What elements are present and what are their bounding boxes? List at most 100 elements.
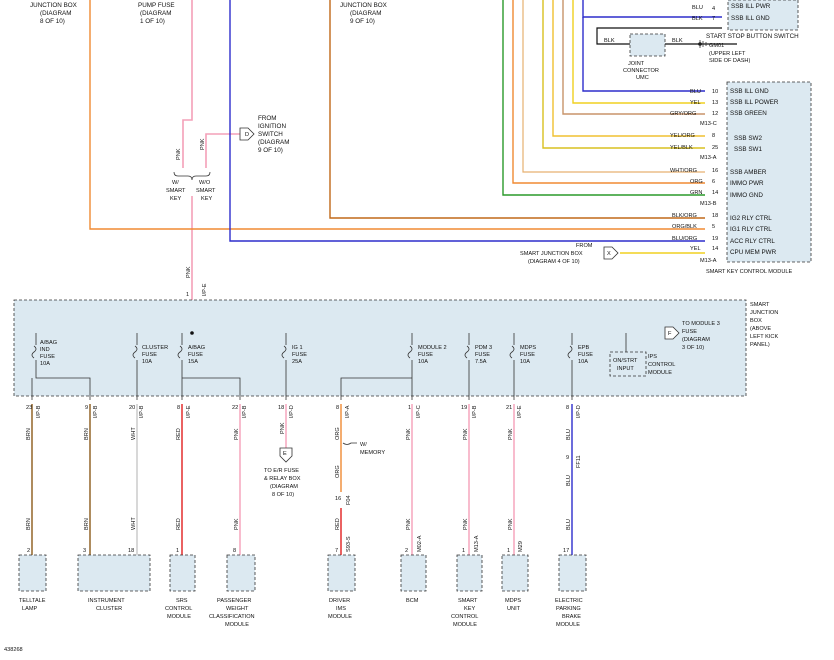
ignition-switch-group: D FROM IGNITION SWITCH (DIAGRAM 9 OF 10)… [166, 115, 290, 298]
no-smart-key-line3: KEY [201, 196, 212, 202]
fuse-label: IND [40, 347, 50, 353]
smart-key-line3: KEY [170, 196, 181, 202]
module-name: INSTRUMENT [88, 598, 125, 604]
ssb-ground: GM01 [709, 43, 724, 49]
module-name: PARKING [556, 606, 581, 612]
fuse-label: PDM 3 [475, 345, 492, 351]
no-smart-key-line1: W/O [199, 180, 211, 186]
ignition-connector-icon [239, 127, 255, 141]
sjb-title3: BOX [750, 318, 762, 324]
ssb-label-pwr: SSB ILL PWR [731, 3, 771, 10]
fuse-label: 15A [188, 359, 198, 365]
fuse-label: 10A [578, 359, 588, 365]
out-conn: I/P-C [416, 405, 422, 418]
to-module-line2: FUSE [682, 329, 697, 335]
out-wire: BRN [84, 428, 90, 440]
out-conn: I/P-E [517, 405, 523, 418]
jb-right-line2: (DIAGRAM [350, 10, 382, 17]
ips-line2: CONTROL [648, 362, 675, 368]
out-pin: 20 [129, 405, 135, 411]
module-name: SRS [176, 598, 188, 604]
joint-line1: JOINT [628, 61, 645, 67]
grey-orange-green [562, 0, 705, 115]
module-name: MODULE [328, 614, 352, 620]
ignition-line2: IGNITION [258, 123, 286, 130]
jb-left-line1: JUNCTION BOX [30, 2, 78, 9]
ignition-connector-letter: D [245, 132, 249, 138]
memory-line1: W/ [360, 442, 367, 448]
black-ssb-gnd [596, 27, 737, 45]
module-name: MODULE [453, 622, 477, 628]
out-wire: PNK [463, 428, 469, 440]
fuse-label: 10A [520, 359, 530, 365]
jb-left-line3: 8 OF 10) [40, 18, 65, 25]
out-conn: I/P-B [93, 405, 99, 418]
mod-conn: M02-A [417, 535, 423, 552]
srs-module-box [169, 554, 196, 592]
skcm-label: SSB SW1 [734, 146, 762, 153]
fuse-label: MDPS [520, 345, 536, 351]
yellow-black-sw1 [542, 0, 705, 149]
skcm-wire: YEL [690, 246, 701, 252]
top-labels: JUNCTION BOX (DIAGRAM 8 OF 10) PUMP FUSE… [30, 2, 388, 25]
fuse-label: CLUSTER [142, 345, 168, 351]
skcm-wire: BLU/ORG [672, 236, 697, 242]
joint-connector-box [629, 33, 666, 57]
mod-pin: 2 [405, 548, 408, 554]
skcm-rows: BLU 10 SSB ILL GND YEL 13 SSB ILL POWER … [670, 88, 779, 264]
skcm-wire: YEL/ORG [670, 133, 695, 139]
out-conn: I/P-D [289, 405, 295, 418]
to-module-connector-icon [664, 326, 680, 340]
out-pin: 21 [506, 405, 512, 411]
ssb-wire-gnd: BLK [692, 16, 703, 22]
module-name: BCM [406, 598, 419, 604]
joint-line3: UMC [636, 75, 649, 81]
mdps-unit-box [501, 554, 529, 592]
skcm-group: BLU 10 SSB ILL GND YEL 13 SSB ILL POWER … [520, 81, 812, 275]
sjb-bus-node [190, 331, 194, 335]
fuse-icon [567, 345, 573, 359]
from-sjb-line1: FROM [576, 243, 593, 249]
mod-pin: 2 [27, 548, 30, 554]
mod-conn: M13-A [474, 535, 480, 552]
out-wire: BLU [566, 429, 572, 440]
module-names: TELLTALE LAMP INSTRUMENT CLUSTER SRS CON… [19, 598, 583, 628]
skcm-label: SSB AMBER [730, 169, 767, 176]
out-wire: PNK [234, 428, 240, 440]
ignition-line3: SWITCH [258, 131, 283, 138]
ssb-title: START STOP BUTTON SWITCH [706, 33, 799, 40]
skcm-label: IG2 RLY CTRL [730, 215, 772, 222]
fuse-label: FUSE [142, 352, 157, 358]
memory-splice-conn: F04 [346, 495, 352, 505]
ssb-pin-gnd: 7 [712, 16, 715, 22]
sjb-title2: JUNCTION [750, 310, 778, 316]
skcm-box [726, 81, 812, 263]
skcm-wire: BLK/ORG [672, 213, 697, 219]
out-conn: I/P-B [36, 405, 42, 418]
fuse-label: 10A [40, 361, 50, 367]
yellow-orange-sw2 [552, 0, 705, 137]
sjb-title5: LEFT KICK [750, 334, 778, 340]
epb-mid-conn: FF11 [576, 455, 582, 468]
skcm-wire: ORG [690, 179, 703, 185]
module-name: DRIVER [329, 598, 350, 604]
sjb-title6: PANEL) [750, 342, 770, 348]
blue-ill-gnd-skcm [582, 17, 705, 92]
fuse-label: 7.5A [475, 359, 487, 365]
fuse-icon [281, 345, 287, 359]
on-strt-box [609, 351, 647, 377]
module-name: SMART [458, 598, 478, 604]
mod-pin: 18 [128, 548, 134, 554]
skcm-pin: 14 [712, 190, 718, 196]
white-orange-amber [522, 0, 705, 173]
bcm-box [400, 554, 427, 592]
ignition-line1: FROM [258, 115, 277, 122]
skcm-label: ACC RLY CTRL [730, 238, 775, 245]
pump-fuse-line2: (DIAGRAM [140, 10, 172, 17]
ignition-line5: 9 OF 10) [258, 147, 283, 154]
fuse-label: A/BAG [40, 340, 57, 346]
out-conn: I/P-B [139, 405, 145, 418]
er-fuse-connector-icon [279, 447, 293, 463]
out-conn: I/P-D [576, 405, 582, 418]
mod-pin: 3 [83, 548, 86, 554]
